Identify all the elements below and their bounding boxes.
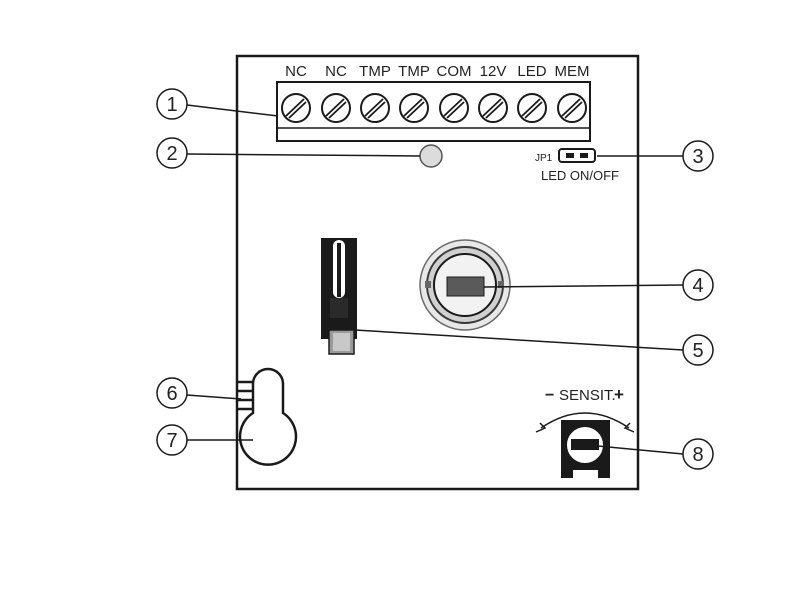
terminal-screw-4 [399, 93, 429, 123]
terminal-screw-8 [557, 93, 587, 123]
terminal-screw-1 [281, 93, 311, 123]
callout-8: 8 [682, 438, 714, 470]
callout-5: 5 [682, 334, 714, 366]
led-indicator [419, 144, 443, 168]
terminal-label-nc-2: NC [325, 63, 347, 80]
callout-3: 3 [682, 140, 714, 172]
callout-2: 2 [156, 137, 188, 169]
callouts: 1 2 3 4 5 6 7 8 [156, 88, 714, 470]
terminal-screw-3 [360, 93, 390, 123]
svg-text:5: 5 [692, 340, 703, 362]
terminal-block [276, 81, 591, 142]
terminal-label-com: COM [437, 63, 472, 80]
terminal-screw-6 [478, 93, 508, 123]
svg-text:8: 8 [692, 444, 703, 466]
callout-6: 6 [156, 377, 188, 409]
terminal-label-mem: MEM [555, 63, 590, 80]
pir-sensor [419, 239, 511, 331]
sensitivity-label: SENSIT. [559, 387, 616, 404]
mounting-hole [238, 367, 298, 466]
svg-text:6: 6 [166, 383, 177, 405]
sensitivity-control: − SENSIT. + [535, 385, 635, 478]
jumper-id: JP1 [535, 153, 553, 164]
terminal-label-12v: 12V [480, 63, 507, 80]
leader-lines [186, 104, 684, 455]
terminal-screw-2 [321, 93, 351, 123]
jumper-jp1: JP1 LED ON/OFF [535, 148, 619, 183]
svg-text:3: 3 [692, 146, 703, 168]
svg-text:4: 4 [692, 275, 703, 297]
terminal-screw-7 [517, 93, 547, 123]
terminal-screw-5 [439, 93, 469, 123]
callout-7: 7 [156, 424, 188, 456]
svg-text:1: 1 [166, 94, 177, 116]
callout-1: 1 [156, 88, 188, 120]
terminal-label-tmp-2: TMP [398, 63, 430, 80]
svg-text:2: 2 [166, 143, 177, 165]
terminal-labels: NC NC TMP TMP COM 12V LED MEM [285, 63, 589, 80]
svg-text:7: 7 [166, 430, 177, 452]
sensitivity-minus: − [545, 387, 554, 404]
sensitivity-plus: + [614, 385, 624, 404]
terminal-label-tmp-1: TMP [359, 63, 391, 80]
callout-4: 4 [682, 269, 714, 301]
terminal-label-nc-1: NC [285, 63, 307, 80]
tamper-switch [321, 238, 357, 355]
terminal-label-led: LED [517, 63, 546, 80]
jumper-label: LED ON/OFF [541, 168, 619, 183]
